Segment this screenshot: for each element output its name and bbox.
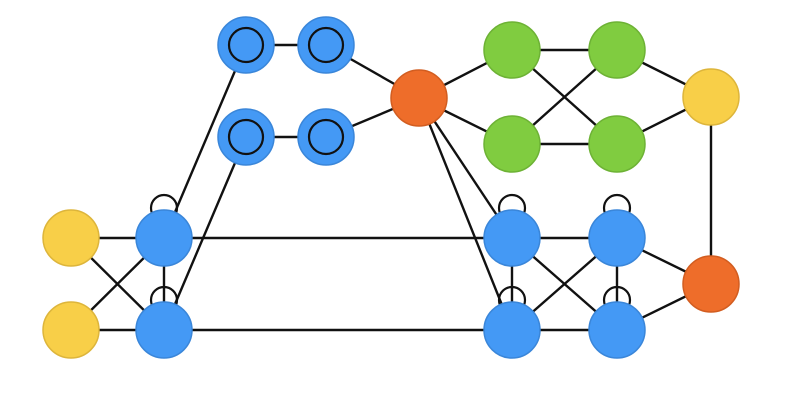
blue-node (297, 108, 355, 166)
blue-node (588, 209, 646, 267)
node-ring-t2 (307, 26, 345, 64)
edge-o1-rb3 (417, 97, 514, 331)
node-y1 (42, 209, 100, 267)
yellow-node (42, 301, 100, 359)
blue-node (483, 209, 541, 267)
node-g1 (483, 21, 541, 79)
node-y3 (682, 68, 740, 126)
self-loop-layer (149, 193, 632, 315)
node-g4 (588, 115, 646, 173)
yellow-node (682, 68, 740, 126)
blue-node (483, 301, 541, 359)
node-o1 (390, 69, 448, 127)
node-b1 (135, 209, 193, 267)
node-rb4 (588, 301, 646, 359)
node-t3 (217, 108, 275, 166)
node-rb2 (588, 209, 646, 267)
green-node (483, 21, 541, 79)
node-y2 (42, 301, 100, 359)
node-rb3 (483, 301, 541, 359)
blue-node (217, 16, 275, 74)
green-node (588, 115, 646, 173)
node-o2 (682, 255, 740, 313)
node-layer (42, 16, 740, 359)
yellow-node (42, 209, 100, 267)
node-ring-t3 (227, 118, 265, 156)
node-t1 (217, 16, 275, 74)
blue-node (297, 16, 355, 74)
blue-node (135, 301, 193, 359)
node-t2 (297, 16, 355, 74)
node-g2 (588, 21, 646, 79)
node-rb1 (483, 209, 541, 267)
orange-node (682, 255, 740, 313)
green-node (483, 115, 541, 173)
node-ring-t1 (227, 26, 265, 64)
node-ring-t4 (307, 118, 345, 156)
blue-node (588, 301, 646, 359)
green-node (588, 21, 646, 79)
blue-node (135, 209, 193, 267)
node-g3 (483, 115, 541, 173)
blue-node (217, 108, 275, 166)
orange-node (390, 69, 448, 127)
node-t4 (297, 108, 355, 166)
node-b2 (135, 301, 193, 359)
